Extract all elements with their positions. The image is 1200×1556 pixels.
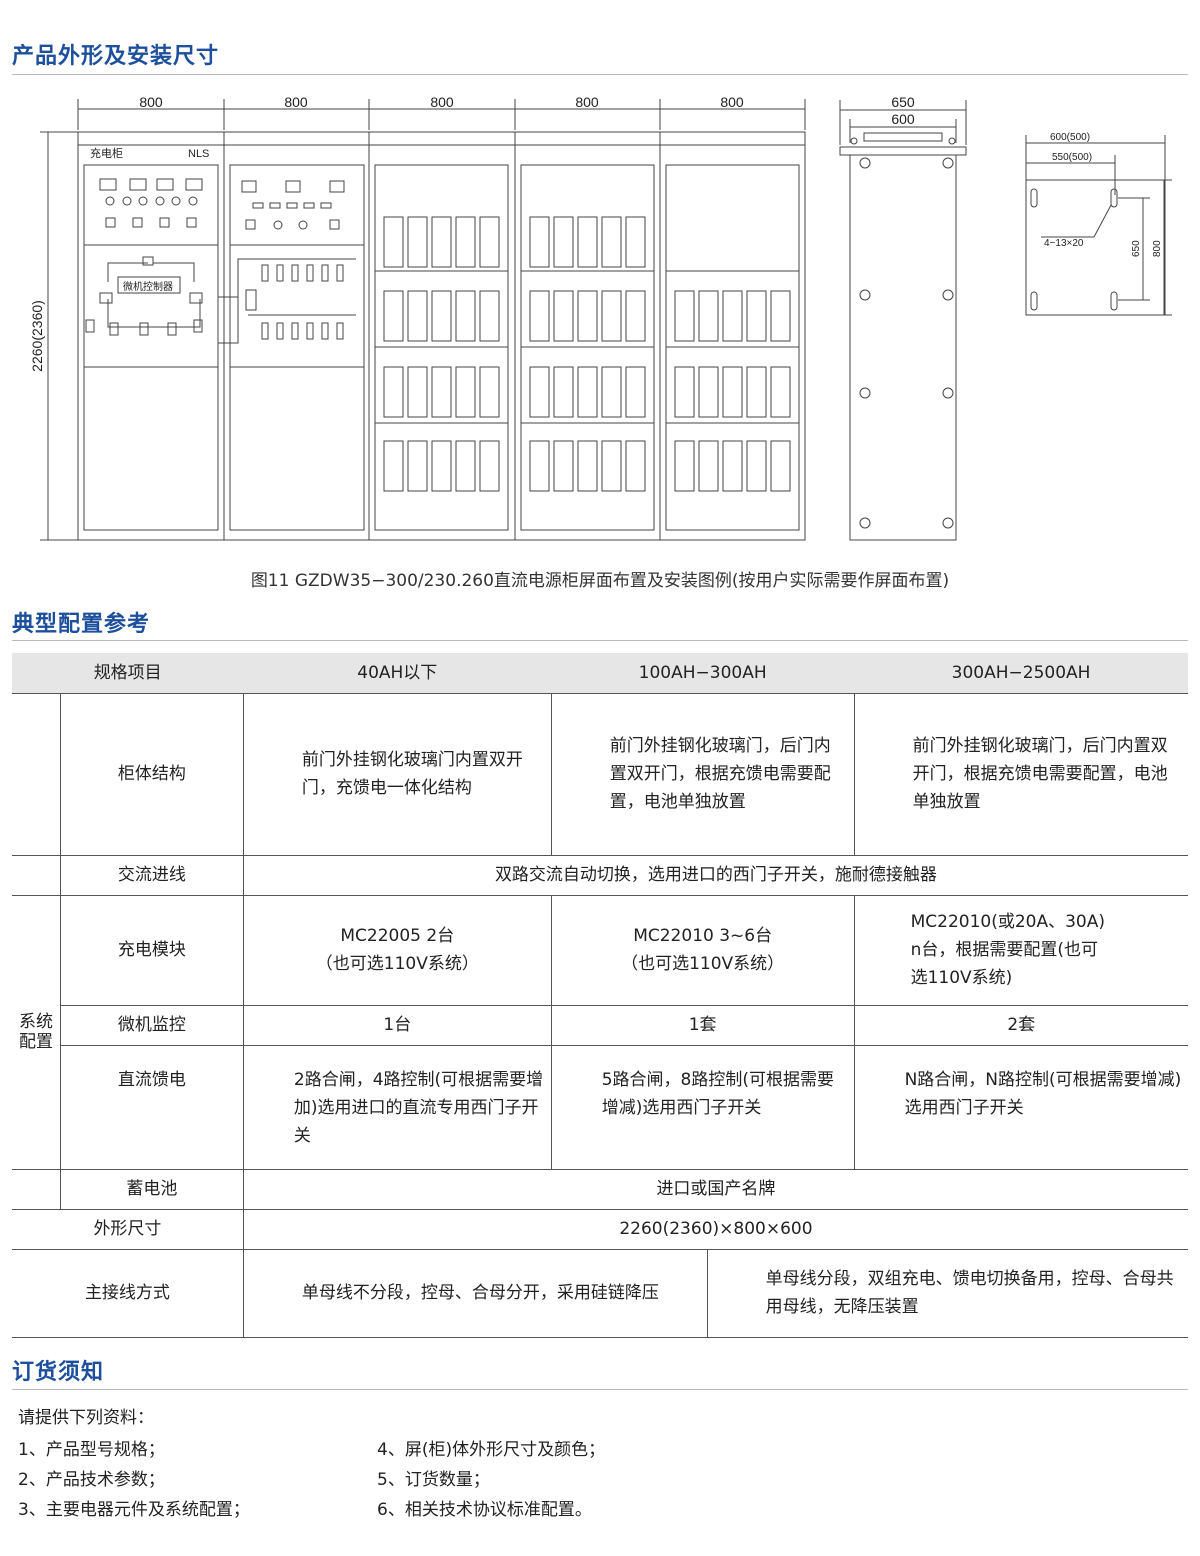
cell-line: （也可选110V系统）: [315, 954, 479, 974]
order-item: 6、相关技术协议标准配置。: [377, 1500, 592, 1520]
empty-cell: [12, 854, 61, 896]
base-hole-label: 4−13×20: [1044, 238, 1084, 249]
table-row: 蓄电池 进口或国产名牌: [12, 1168, 1188, 1210]
header-cell: 300AH−2500AH: [854, 653, 1188, 694]
table-cell: 1套: [550, 1004, 855, 1046]
table-cell: MC22005 2台 （也可选110V系统）: [242, 894, 552, 1006]
width-label-4: 800: [575, 94, 599, 110]
width-label-1: 800: [139, 94, 163, 110]
section-title-config: 典型配置参考: [12, 612, 151, 637]
cabinet1-label-right: NLS: [188, 148, 209, 160]
order-item: 1、产品型号规格；: [18, 1440, 165, 1460]
height-label: 2260(2360): [29, 300, 45, 372]
table-row: 外形尺寸 2260(2360)×800×600: [12, 1208, 1188, 1250]
header-cell: 100AH−300AH: [551, 653, 855, 694]
cell-line: MC22005 2台: [340, 926, 455, 946]
row-label: 充电模块: [59, 894, 244, 1006]
table-cell: 单母线分段，双组充电、馈电切换备用，控母、合母共用母线，无降压装置: [706, 1248, 1188, 1338]
cell-line: 选110V系统): [910, 968, 1013, 988]
table-cell: MC22010 3~6台 （也可选110V系统）: [550, 894, 855, 1006]
header-cell: 40AH以下: [243, 653, 552, 694]
empty-cell: [12, 692, 61, 856]
cell-line: MC22010(或20A、30A): [910, 912, 1105, 932]
table-row: 主接线方式 单母线不分段，控母、合母分开，采用硅链降压 单母线分段，双组充电、馈…: [12, 1248, 1188, 1338]
table-cell: 2路合闸，4路控制(可根据需要增加)选用进口的直流专用西门子开关: [242, 1044, 552, 1170]
row-label: 外形尺寸: [12, 1208, 244, 1250]
table-row: 柜体结构 前门外挂钢化玻璃门内置双开门，充馈电一体化结构 前门外挂钢化玻璃门，后…: [12, 692, 1188, 856]
row-label: 主接线方式: [12, 1248, 244, 1338]
controller-label: 微机控制器: [123, 280, 173, 293]
width-label-2: 800: [284, 94, 308, 110]
table-cell: 双路交流自动切换，选用进口的西门子开关，施耐德接触器: [242, 854, 1188, 896]
cell-line: n台，根据需要配置(也可: [910, 940, 1099, 960]
table-cell: 2套: [853, 1004, 1188, 1046]
side-width-inner: 600: [891, 111, 915, 127]
order-item: 4、屏(柜)体外形尺寸及颜色；: [377, 1440, 606, 1460]
order-item: 3、主要电器元件及系统配置；: [18, 1500, 250, 1520]
table-row: 直流馈电 2路合闸，4路控制(可根据需要增加)选用进口的直流专用西门子开关 5路…: [12, 1044, 1188, 1170]
header-cell: 规格项目: [12, 653, 244, 694]
cabinet1-label-left: 充电柜: [90, 146, 123, 160]
table-header-row: 规格项目 40AH以下 100AH−300AH 300AH−2500AH: [12, 653, 1188, 694]
section-divider: [12, 1389, 1188, 1390]
row-label: 柜体结构: [59, 692, 244, 856]
cabinet-layout-drawing: 800 800 800 800 800 650 600 2260(2360) 微…: [29, 94, 1172, 541]
order-item: 2、产品技术参数；: [18, 1470, 165, 1490]
table-cell: 进口或国产名牌: [242, 1168, 1188, 1210]
width-label-3: 800: [430, 94, 454, 110]
table-row: 微机监控 1台 1套 2套: [12, 1004, 1188, 1046]
section-divider: [12, 640, 1188, 641]
table-cell: MC22010(或20A、30A) n台，根据需要配置(也可选110V系统): [853, 894, 1188, 1006]
table-cell: N路合闸，N路控制(可根据需要增减)选用西门子开关: [853, 1044, 1188, 1170]
section-divider: [12, 74, 1188, 75]
table-cell: 1台: [242, 1004, 552, 1046]
cell-line: MC22010 3~6台: [633, 926, 773, 946]
order-intro: 请提供下列资料：: [18, 1408, 154, 1428]
figure-caption: 图11 GZDW35−300/230.260直流电源柜屏面布置及安装图例(按用户…: [250, 571, 950, 591]
base-depth-outer: 800: [1152, 240, 1163, 257]
row-label: 蓄电池: [59, 1168, 244, 1210]
table-cell: 2260(2360)×800×600: [242, 1208, 1188, 1250]
table-row: 系统配置 充电模块 MC22005 2台 （也可选110V系统） MC22010 …: [12, 894, 1188, 1170]
table-cell: 前门外挂钢化玻璃门内置双开门，充馈电一体化结构: [242, 692, 552, 856]
order-item: 5、订货数量；: [377, 1470, 490, 1490]
row-label: 交流进线: [59, 854, 244, 896]
table-cell: 5路合闸，8路控制(可根据需要增减)选用西门子开关: [550, 1044, 855, 1170]
cell-line: （也可选110V系统）: [621, 954, 785, 974]
width-label-5: 800: [720, 94, 744, 110]
empty-cell: [12, 1168, 61, 1210]
table-cell: 单母线不分段，控母、合母分开，采用硅链降压: [242, 1248, 708, 1338]
config-table: 规格项目 40AH以下 100AH−300AH 300AH−2500AH 柜体结…: [12, 653, 1188, 1338]
base-width-inner: 550(500): [1052, 152, 1092, 163]
table-row: 交流进线 双路交流自动切换，选用进口的西门子开关，施耐德接触器: [12, 854, 1188, 896]
table-cell: 前门外挂钢化玻璃门，后门内置双开门，根据充馈电需要配置，电池单独放置: [550, 692, 855, 856]
row-label: 微机监控: [59, 1004, 244, 1046]
table-cell: 前门外挂钢化玻璃门，后门内置双开门，根据充馈电需要配置，电池单独放置: [853, 692, 1188, 856]
system-config-label: 系统配置: [12, 894, 61, 1170]
base-depth-inner: 650: [1131, 240, 1142, 257]
base-width-outer: 600(500): [1050, 132, 1090, 143]
section-title-dimensions: 产品外形及安装尺寸: [12, 44, 220, 69]
row-label: 直流馈电: [59, 1044, 244, 1170]
section-title-order: 订货须知: [12, 1360, 105, 1385]
side-width-outer: 650: [891, 94, 915, 110]
